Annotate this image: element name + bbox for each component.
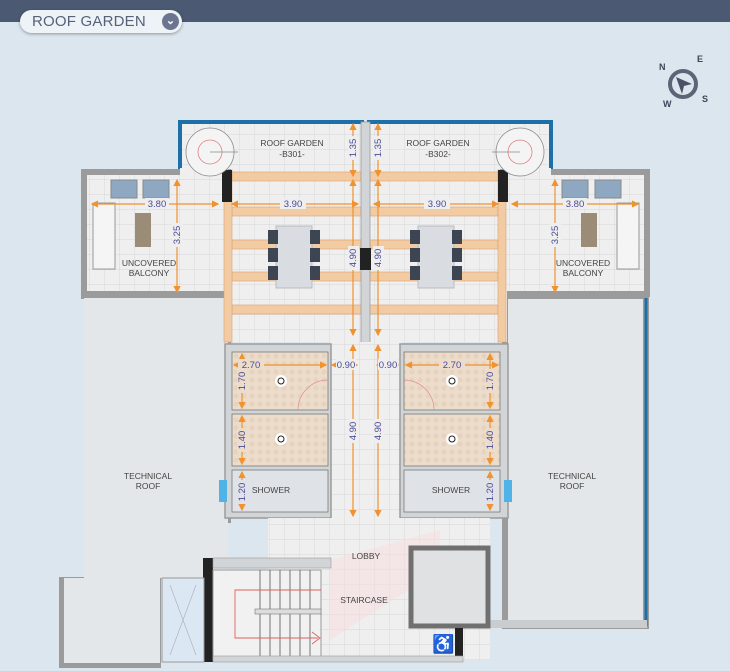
dim-label: 3.25 [172, 226, 183, 245]
dim-label: 1.40 [237, 431, 248, 450]
washer-icon [275, 433, 287, 445]
shower-left-label: SHOWER [252, 485, 290, 495]
dim-label: 3.25 [550, 226, 561, 245]
compass-needle-icon [676, 77, 692, 94]
wheelchair-accessible-icon: ♿ [432, 633, 454, 654]
balcony-right-label: UNCOVERED [556, 258, 610, 268]
compass: N E S W [659, 54, 708, 109]
roof-garden-b301-unit: -B301- [279, 149, 305, 159]
dim-label: 1.70 [237, 372, 248, 391]
glass-wall-right [367, 120, 553, 184]
room-labels: ROOF GARDEN -B301- ROOF GARDEN -B302- UN… [122, 138, 610, 605]
compass-n: N [659, 62, 666, 72]
roof-garden-b302-label: ROOF GARDEN [406, 138, 469, 148]
dim-label: 3.80 [566, 199, 585, 210]
staircase-label: STAIRCASE [340, 595, 388, 605]
spiral-stair-right [492, 127, 545, 177]
dim-label: 3.80 [148, 199, 167, 210]
dimension-labels: 3.80 3.80 3.90 3.90 2.70 2.70 0.90 0.90 … [145, 136, 587, 504]
technical-roof-right [487, 293, 649, 629]
glass-wall-left [178, 120, 364, 184]
compass-e: E [697, 54, 703, 64]
dim-label: 2.70 [443, 360, 462, 371]
dim-label: 4.90 [373, 422, 384, 441]
compass-w: W [663, 99, 672, 109]
technical-roof-left-label: TECHNICAL [124, 471, 172, 481]
dim-label: 1.35 [373, 139, 384, 158]
elevator [408, 545, 491, 629]
corridor [330, 342, 402, 520]
dim-label: 1.35 [348, 139, 359, 158]
dim-label: 3.90 [428, 199, 447, 210]
washer-icon [446, 433, 458, 445]
dim-label: 1.40 [485, 431, 496, 450]
balcony-furniture-left [92, 179, 170, 270]
roof-garden-b301-label: ROOF GARDEN [260, 138, 323, 148]
top-bar [0, 0, 730, 22]
balcony-furniture-right [561, 179, 640, 270]
dim-label: 1.70 [485, 372, 496, 391]
balcony-left-label: UNCOVERED [122, 258, 176, 268]
staircase [203, 557, 332, 662]
technical-roof-left-label: ROOF [136, 481, 161, 491]
dim-label: 4.90 [373, 249, 384, 268]
shower-right-label: SHOWER [432, 485, 470, 495]
dim-label: 2.70 [242, 360, 261, 371]
dim-label: 4.90 [348, 422, 359, 441]
chevron-down-icon[interactable]: ⌄ [162, 13, 179, 30]
floor-selector-label: ROOF GARDEN [32, 13, 146, 30]
spiral-stair-left [185, 127, 238, 177]
lobby-label: LOBBY [352, 551, 381, 561]
dining-table-right [410, 225, 462, 289]
roof-garden-b302-unit: -B302- [425, 149, 451, 159]
dining-table-left [268, 225, 320, 289]
dim-label: 4.90 [348, 249, 359, 268]
dim-label: 1.20 [237, 483, 248, 502]
floor-selector-dropdown[interactable]: ROOF GARDEN ⌄ [20, 10, 182, 33]
compass-s: S [702, 94, 708, 104]
dim-label: 1.20 [485, 483, 496, 502]
washer-icon [446, 375, 458, 387]
washer-icon [275, 375, 287, 387]
technical-roof-right-label: TECHNICAL [548, 471, 596, 481]
dim-label: 0.90 [379, 360, 398, 371]
technical-roof-left [59, 293, 231, 668]
dim-label: 0.90 [337, 360, 356, 371]
dim-label: 3.90 [284, 199, 303, 210]
technical-roof-right-label: ROOF [560, 481, 585, 491]
balcony-right-label: BALCONY [563, 268, 604, 278]
balcony-left-label: BALCONY [129, 268, 170, 278]
